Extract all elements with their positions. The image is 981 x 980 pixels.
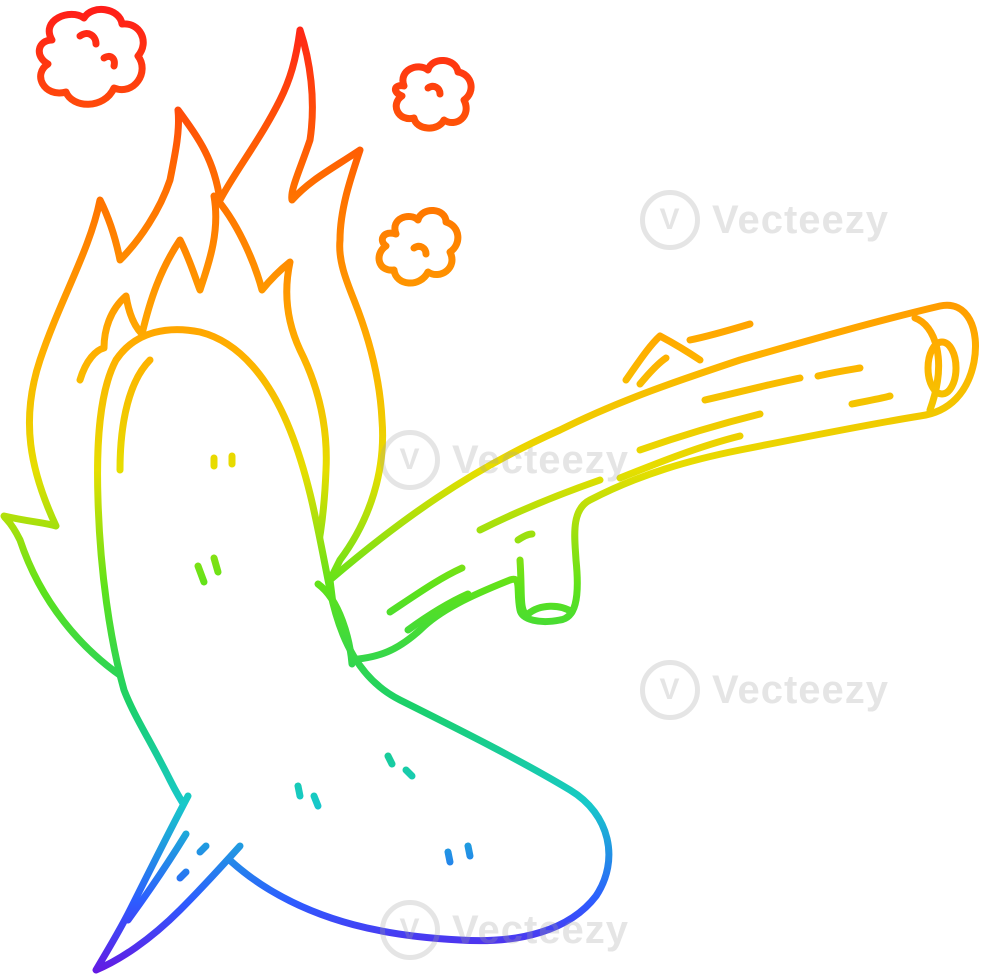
smoke-puff-right-bottom [375, 207, 462, 287]
smoke-puff-right-top [392, 57, 475, 132]
wooden-stick [326, 301, 979, 664]
sausage [94, 326, 613, 945]
stick-tip [92, 792, 244, 974]
smoke-puff-left [35, 6, 147, 108]
